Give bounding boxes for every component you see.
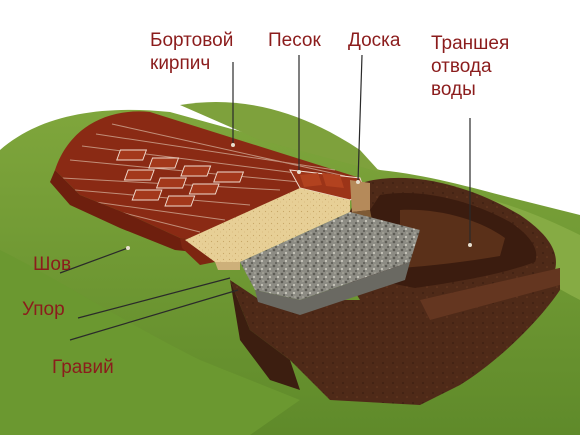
gravel-layer xyxy=(240,212,420,315)
label-stop: Упор xyxy=(22,299,65,320)
brick-paving xyxy=(50,111,360,252)
label-border-brick-line2: кирпич xyxy=(150,53,211,74)
label-board: Доска xyxy=(348,30,401,51)
label-seam: Шов xyxy=(33,254,72,275)
label-border-brick-line1: Бортовой xyxy=(150,30,234,51)
label-trench-line1: Траншея xyxy=(431,33,510,54)
sand-layer xyxy=(185,188,350,270)
label-sand: Песок xyxy=(268,30,321,51)
leader-dots xyxy=(126,143,472,250)
label-trench-line3: воды xyxy=(431,79,476,100)
leader-lines xyxy=(59,54,471,341)
label-gravel: Гравий xyxy=(52,357,114,378)
border-brick-row xyxy=(180,169,366,265)
label-border-brick: Бортовой кирпич xyxy=(150,29,233,75)
label-trench-line2: отвода xyxy=(431,56,492,77)
label-trench: Траншея отвода воды xyxy=(431,32,509,101)
